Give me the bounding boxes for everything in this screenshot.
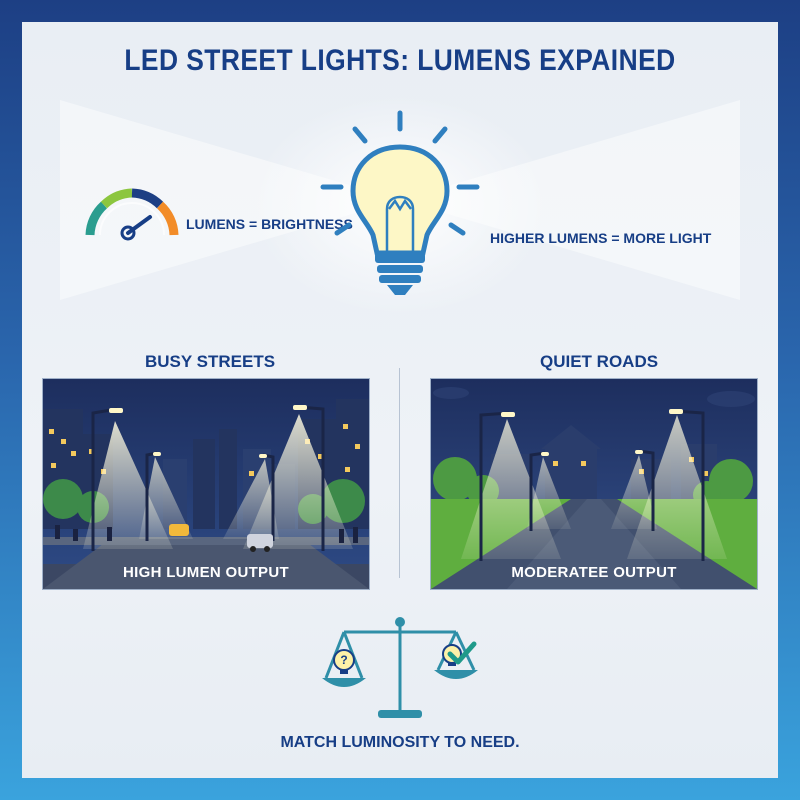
suburban-road-illustration xyxy=(431,379,757,589)
question-bulb-icon: ? xyxy=(333,649,355,674)
quiet-roads-scene: MODERATEE OUTPUT xyxy=(430,378,758,590)
page-title: LED STREET LIGHTS: LUMENS EXPAINED xyxy=(124,44,676,77)
footer-text: MATCH LUMINOSITY TO NEED. xyxy=(280,734,520,751)
busy-streets-scene: HIGH LUMEN OUTPUT xyxy=(42,378,370,590)
busy-streets-caption: HIGH LUMEN OUTPUT xyxy=(123,564,289,581)
quiet-roads-caption: MODERATEE OUTPUT xyxy=(511,564,677,581)
city-street-illustration xyxy=(43,379,369,589)
gauge-label: LUMENS = BRIGHTNESS xyxy=(186,216,353,232)
speedometer-icon xyxy=(85,188,179,241)
bulb-label: HIGHER LUMENS = MORE LIGHT xyxy=(490,230,712,246)
balance-scale-icon: ? xyxy=(322,617,478,718)
svg-text:?: ? xyxy=(340,653,347,667)
divider xyxy=(399,368,400,578)
check-bulb-icon xyxy=(442,641,477,666)
quiet-roads-title: QUIET ROADS xyxy=(540,352,659,371)
busy-streets-title: BUSY STREETS xyxy=(145,352,276,371)
light-bulb-icon xyxy=(320,110,480,295)
